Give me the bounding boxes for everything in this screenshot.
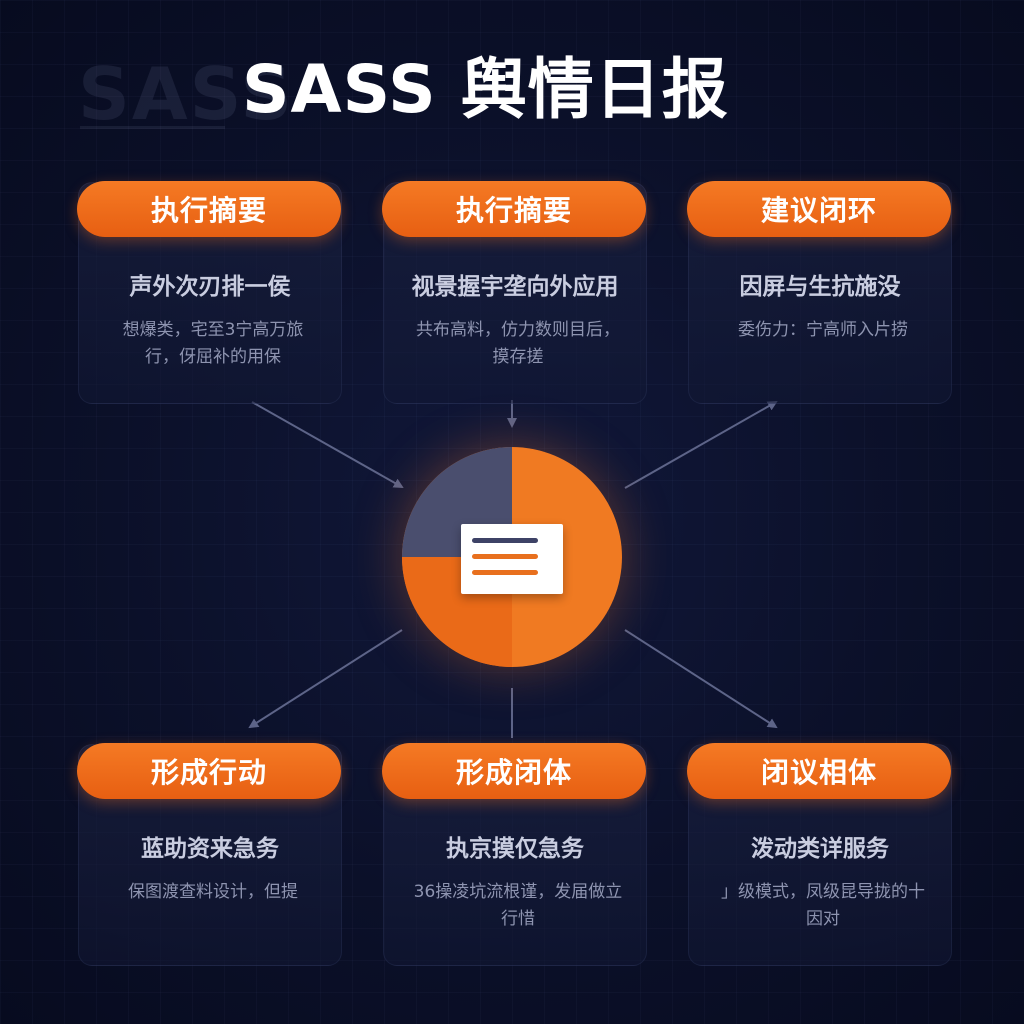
document-line — [472, 570, 538, 575]
card-executive-summary-2: 执行摘要 视景握宇垄向外应用 共布高料，仿力数则目后，摸存搓 — [382, 181, 647, 404]
arrow-card1-to-hub — [251, 401, 404, 488]
card-header: 闭议相体 — [687, 743, 951, 799]
card-header: 形成闭体 — [382, 743, 646, 799]
card-body: 共布高料，仿力数则目后，摸存搓 — [416, 320, 620, 367]
card-body: 保图渡查料设计，但提 — [128, 882, 298, 902]
card-closed-loop-advice: 建议闭环 因屏与生抗施没 委伤力：宁高师入片捞 — [687, 181, 952, 404]
card-closed-discussion: 闭议相体 泼动类详服务 」级模式，凤级昆导拢的十因对 — [687, 743, 952, 966]
card-body: 」级模式，凤级昆导拢的十因对 — [721, 882, 925, 929]
card-executive-summary-1: 执行摘要 声外次刃排一侯 想爆类，宅至3宁高万旅行，伢屈补的用保 — [77, 181, 342, 404]
card-subtitle: 执京摸仅急务 — [446, 836, 584, 862]
card-header: 执行摘要 — [77, 181, 341, 237]
card-header: 执行摘要 — [382, 181, 646, 237]
document-line — [472, 538, 538, 543]
card-header: 形成行动 — [77, 743, 341, 799]
document-icon — [461, 524, 563, 594]
card-subtitle: 泼动类详服务 — [751, 836, 889, 862]
card-body: 委伤力：宁高师入片捞 — [738, 320, 908, 340]
arrow-hub-to-card4 — [248, 629, 403, 729]
card-subtitle: 视景握宇垄向外应用 — [411, 274, 619, 300]
card-body: 36操凌坑流根谨，发届做立行惜 — [413, 882, 623, 929]
arrow-hub-to-card6 — [624, 629, 778, 729]
card-header: 建议闭环 — [687, 181, 951, 237]
card-body: 想爆类，宅至3宁高万旅行，伢屈补的用保 — [122, 320, 304, 367]
watermark-logo: SASS — [78, 52, 295, 136]
card-form-closed-body: 形成闭体 执京摸仅急务 36操凌坑流根谨，发届做立行惜 — [382, 743, 647, 966]
arrow-hub-to-card3 — [624, 401, 778, 489]
watermark-underline — [80, 126, 225, 129]
card-subtitle: 蓝助资来急务 — [141, 836, 279, 862]
card-form-action: 形成行动 蓝助资来急务 保图渡查料设计，但提 — [77, 743, 342, 966]
page-title: SASS 舆情日报 — [242, 51, 729, 128]
card-subtitle: 声外次刃排一侯 — [129, 274, 291, 300]
document-line — [472, 554, 538, 559]
card-subtitle: 因屏与生抗施没 — [739, 274, 901, 300]
